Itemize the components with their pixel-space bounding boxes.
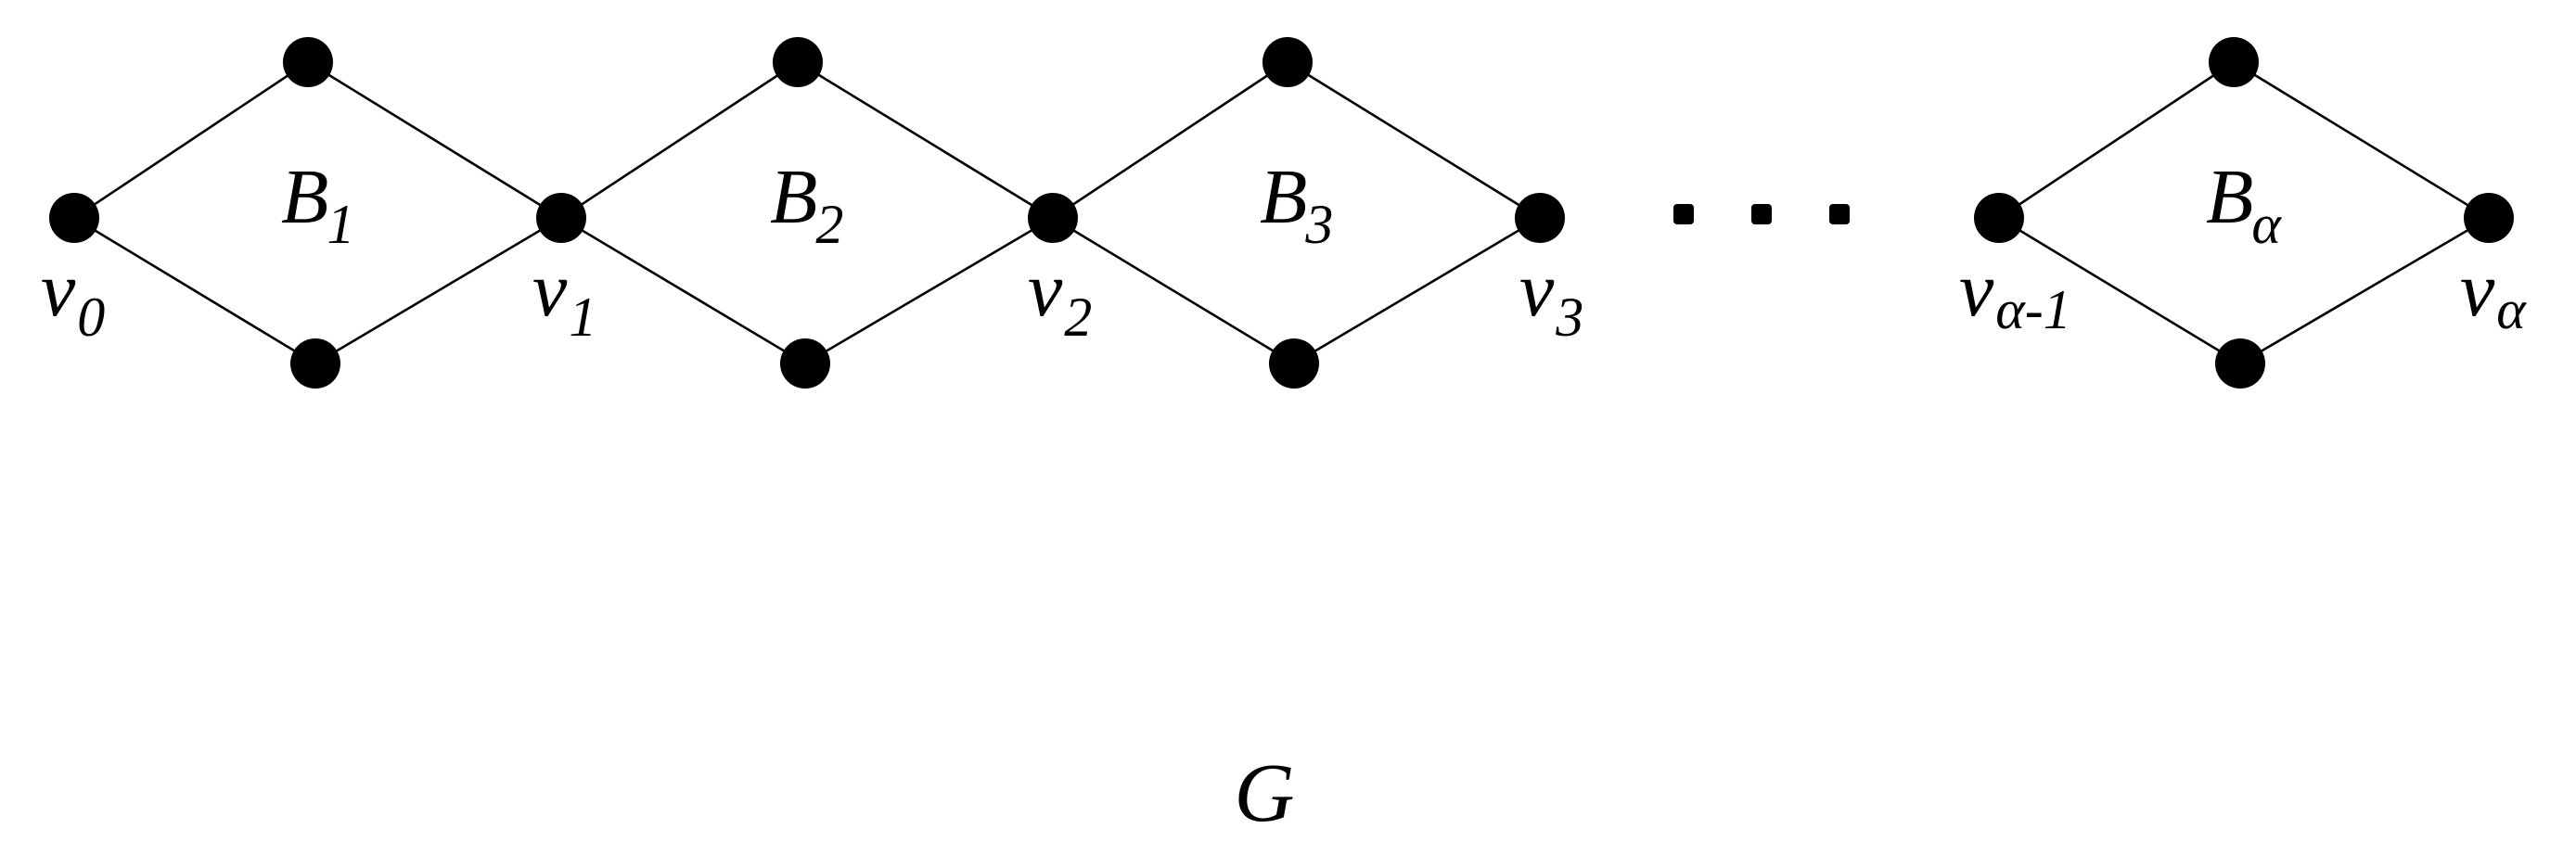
block-label-b2: B2 — [770, 154, 843, 255]
edge-b3-top-right — [1287, 60, 1541, 220]
edge-b3-bottom-left — [1052, 216, 1295, 365]
edge-b1-top-right — [307, 60, 562, 220]
vertex-label-v2: v2 — [1028, 247, 1092, 348]
vertex-ba-bottom — [2215, 338, 2265, 389]
vertex-label-v0: v0 — [41, 247, 105, 348]
block-b3 — [1052, 60, 1541, 365]
edge-ba-top-left — [1998, 60, 2235, 220]
vertex-ba-top — [2209, 37, 2259, 87]
block-label-b3: B3 — [1260, 154, 1333, 255]
vertex-v-alpha-1 — [1974, 193, 2024, 243]
ellipsis-dot-1 — [1673, 204, 1694, 224]
edge-b2-bottom-left — [560, 216, 806, 365]
ellipsis-dot-2 — [1751, 204, 1772, 224]
vertex-b3-bottom — [1269, 338, 1319, 389]
edge-b2-top-left — [560, 60, 799, 220]
block-b-alpha — [1998, 60, 2490, 365]
ellipsis-dot-3 — [1829, 204, 1850, 224]
edge-b3-bottom-right — [1293, 216, 1541, 365]
edge-b1-top-left — [73, 60, 309, 220]
vertex-b3-top — [1262, 37, 1313, 87]
vertex-b2-top — [773, 37, 823, 87]
block-b2 — [560, 60, 1054, 365]
edge-b1-bottom-right — [314, 216, 562, 365]
block-label-b1: B1 — [281, 154, 354, 255]
vertex-label-v-alpha-1: vα-1 — [1959, 247, 2071, 340]
vertex-v2 — [1028, 193, 1078, 243]
graph-label: G — [1235, 747, 1295, 839]
vertex-b1-top — [283, 37, 333, 87]
edge-b2-bottom-right — [804, 216, 1054, 365]
block-b1 — [73, 60, 562, 365]
ellipsis — [1673, 204, 1850, 224]
edge-b2-top-right — [797, 60, 1054, 220]
vertex-v-alpha — [2464, 193, 2514, 243]
edge-ba-bottom-right — [2239, 216, 2490, 365]
vertex-b2-bottom — [780, 338, 830, 389]
vertex-label-v-alpha: vα — [2460, 247, 2527, 340]
edge-b3-top-left — [1052, 60, 1288, 220]
edge-ba-top-right — [2233, 60, 2490, 220]
vertex-label-v3: v3 — [1519, 247, 1583, 348]
vertex-label-v1: v1 — [532, 247, 596, 348]
vertex-b1-bottom — [290, 338, 340, 389]
vertex-v0 — [49, 193, 99, 243]
edge-ba-bottom-left — [1998, 216, 2241, 365]
edge-b1-bottom-left — [73, 216, 316, 365]
vertex-v1 — [536, 193, 586, 243]
vertex-v3 — [1515, 193, 1565, 243]
block-label-b-alpha: Bα — [2206, 154, 2282, 255]
